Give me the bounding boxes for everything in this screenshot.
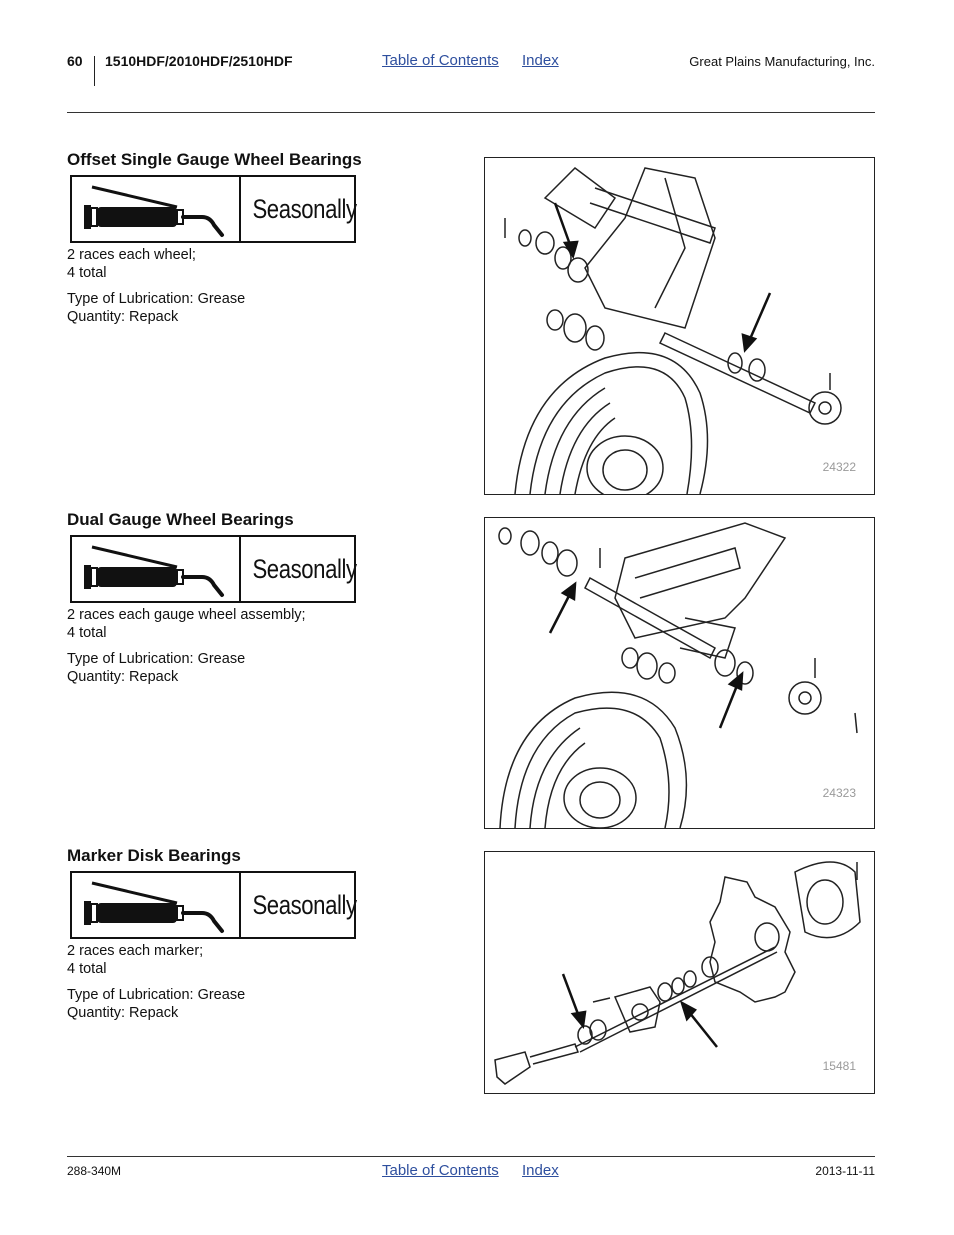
section-title: Dual Gauge Wheel Bearings [67,510,294,529]
header-rule [67,112,875,113]
grease-gun-icon [72,873,241,937]
lubrication-interval-box: Seasonally [70,535,357,603]
description-line: 4 total [67,625,107,641]
index-link[interactable]: Index [522,52,559,69]
index-link[interactable]: Index [522,1162,559,1179]
lubrication-type: Type of Lubrication: Grease [67,291,246,307]
table-of-contents-link[interactable]: Table of Contents [382,1162,499,1179]
description-line: 2 races each marker; [67,943,204,959]
publication-date: 2013-11-11 [815,1164,875,1178]
page-number: 60 [67,53,83,69]
lubrication-interval-box: Seasonally [70,175,357,243]
figure-dual-gauge-wheel: 24323 [484,517,875,829]
company-name: Great Plains Manufacturing, Inc. [689,54,875,69]
figure-number: 24323 [822,786,856,800]
section-title: Offset Single Gauge Wheel Bearings [67,150,362,169]
frequency-label: Seasonally [252,193,357,224]
model-title: 1510HDF/2010HDF/2510HDF [105,53,293,69]
lubrication-interval-box: Seasonally [70,871,357,939]
bearing-description: 2 races each marker; 4 total Type of Lub… [67,942,245,1022]
bearing-description: 2 races each gauge wheel assembly; 4 tot… [67,606,306,686]
figure-marker-disk: 15481 [484,851,875,1094]
figure-offset-gauge-wheel: 24322 [484,157,875,495]
footer-rule [67,1156,875,1157]
grease-gun-icon [72,537,241,601]
lubrication-type: Type of Lubrication: Grease [67,987,246,1003]
figure-number: 24322 [822,460,856,474]
lubrication-quantity: Quantity: Repack [67,309,179,325]
description-line: 4 total [67,265,107,281]
lubrication-quantity: Quantity: Repack [67,1005,179,1021]
section-title: Marker Disk Bearings [67,846,241,865]
frequency-label: Seasonally [252,553,357,584]
description-line: 2 races each gauge wheel assembly; [67,607,306,623]
lubrication-type: Type of Lubrication: Grease [67,651,246,667]
bearing-description: 2 races each wheel; 4 total Type of Lubr… [67,246,245,326]
header-divider [94,56,95,86]
document-number: 288-340M [67,1164,122,1178]
lubrication-quantity: Quantity: Repack [67,669,179,685]
table-of-contents-link[interactable]: Table of Contents [382,52,499,69]
description-line: 2 races each wheel; [67,247,196,263]
grease-gun-icon [72,177,241,241]
frequency-label: Seasonally [252,889,357,920]
description-line: 4 total [67,961,107,977]
figure-number: 15481 [822,1059,856,1073]
